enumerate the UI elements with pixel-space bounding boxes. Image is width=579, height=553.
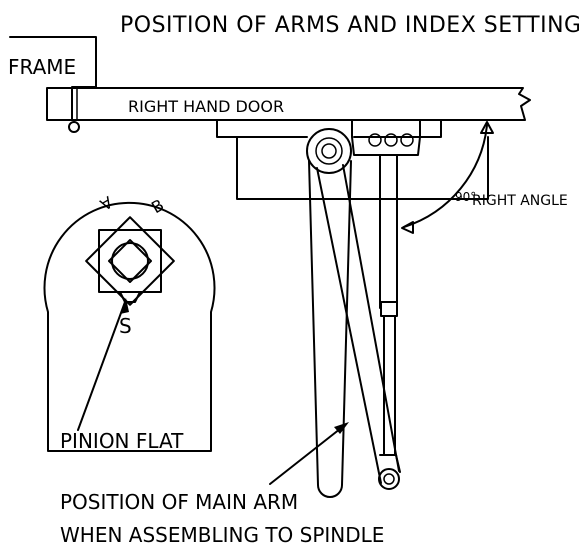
rod-adjuster <box>380 301 398 317</box>
connecting-link <box>316 164 400 484</box>
shoe-hole-1 <box>368 133 382 147</box>
arc-arrow-bottom <box>401 221 414 234</box>
main-arm-arrow <box>334 422 349 434</box>
angle-degrees: 90° <box>455 190 476 204</box>
frame-label: FRAME <box>8 55 76 79</box>
main-arm-label-line2: WHEN ASSEMBLING TO SPINDLE <box>60 523 384 547</box>
pinion-flat-leader <box>77 301 126 431</box>
elbow-joint-pin <box>383 473 395 485</box>
elbow-joint <box>378 468 400 490</box>
right-hand-door <box>46 87 531 121</box>
index-mark-s: S <box>119 314 132 338</box>
arc-arrow-top <box>480 121 494 134</box>
pinion-flat-label: PINION FLAT <box>60 429 184 453</box>
diagram-title: POSITION OF ARMS AND INDEX SETTINGS <box>120 13 579 38</box>
right-angle-arc <box>403 124 488 228</box>
spindle-outer <box>306 128 352 174</box>
pinion-square-rotated <box>85 216 175 306</box>
door-label: RIGHT HAND DOOR <box>128 97 284 116</box>
pinion-housing <box>43 201 216 452</box>
index-mark-a: A <box>97 192 116 214</box>
main-arm <box>308 160 352 498</box>
spindle-middle <box>315 137 343 165</box>
forearm-rod <box>379 154 398 309</box>
shoe-hole-2 <box>384 133 398 147</box>
main-arm-leader <box>269 424 346 485</box>
pinion-bore <box>111 242 149 280</box>
index-mark-b: B <box>148 195 167 217</box>
pinion-flat-notch <box>119 291 141 303</box>
pinion-flat-arrow <box>120 298 129 314</box>
shoe-hole-3 <box>400 133 414 147</box>
closer-body <box>236 136 489 200</box>
angle-label: RIGHT ANGLE <box>472 193 568 209</box>
spindle-inner <box>321 143 337 159</box>
door-hinge-pivot <box>68 121 80 133</box>
lower-rod <box>383 315 396 456</box>
main-arm-label-line1: POSITION OF MAIN ARM <box>60 490 298 514</box>
pinion-square <box>98 229 162 293</box>
arm-shoe <box>351 119 421 156</box>
pinion-diamond <box>108 239 152 283</box>
mounting-plate <box>216 119 442 138</box>
